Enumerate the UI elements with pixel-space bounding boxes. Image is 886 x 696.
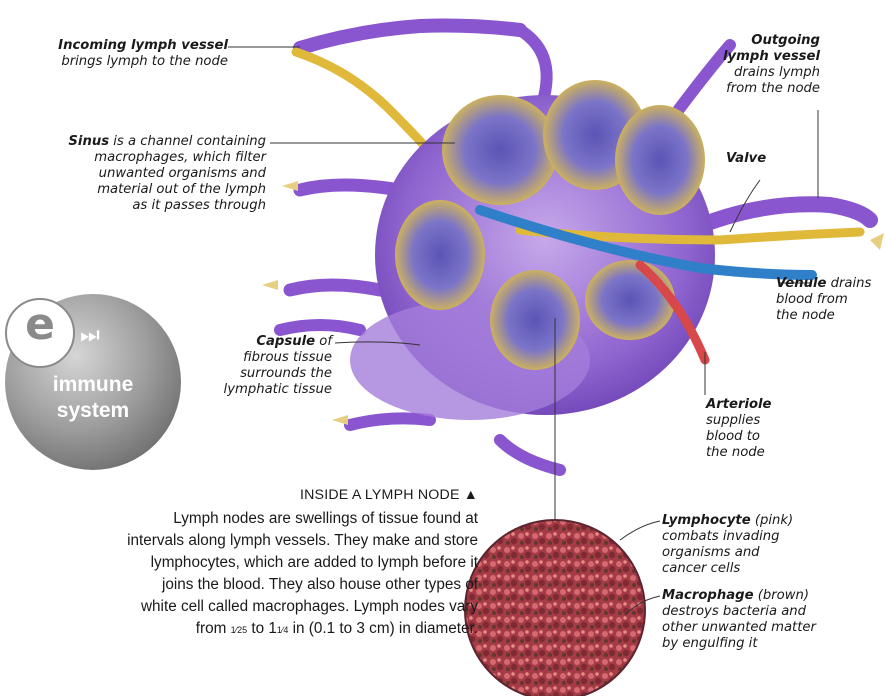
caption-line6a: from: [196, 620, 231, 637]
venule-text2: blood from: [776, 292, 848, 307]
caption-heading: INSIDE A LYMPH NODE ▲: [218, 487, 478, 503]
label-arteriole: Arteriole supplies blood to the node: [706, 397, 806, 461]
arteriole-text1: supplies: [706, 413, 760, 428]
arteriole-text3: the node: [706, 445, 765, 460]
sinus-text5: as it passes through: [132, 198, 266, 213]
label-capsule: Capsule of fibrous tissue surrounds the …: [196, 334, 332, 398]
badge-arrows-icon: ⏭: [80, 322, 100, 348]
outgoing-text1: drains lymph: [734, 65, 820, 80]
caption-body: Lymph nodes are swellings of tissue foun…: [4, 508, 478, 641]
macrophage-title: Macrophage: [662, 588, 754, 603]
badge-line2: system: [40, 399, 146, 423]
lymphocyte-text3: cancer cells: [662, 561, 740, 576]
label-venule: Venule drains blood from the node: [776, 276, 886, 324]
caption-frac2: 1⁄4: [277, 625, 289, 635]
capsule-text3: surrounds the: [240, 366, 332, 381]
caption-line5: white cell called macrophages. Lymph nod…: [141, 598, 478, 615]
caption-line6c: in (0.1 to 3 cm) in diameter.: [288, 620, 478, 637]
macrophage-text2: other unwanted matter: [662, 620, 816, 635]
macrophage-text3: by engulfing it: [662, 636, 758, 651]
capsule-text2: fibrous tissue: [243, 350, 332, 365]
caption-line1: Lymph nodes are swellings of tissue foun…: [173, 510, 478, 527]
label-macrophage: Macrophage (brown) destroys bacteria and…: [662, 588, 884, 652]
label-sinus: Sinus is a channel containing macrophage…: [18, 134, 266, 214]
capsule-text4: lymphatic tissue: [224, 382, 332, 397]
capsule-title: Capsule: [256, 334, 315, 349]
lymphocyte-title: Lymphocyte: [662, 513, 751, 528]
incoming-lymph-vessel: [296, 52, 440, 165]
sinus-title: Sinus: [68, 134, 109, 149]
valve-title: Valve: [726, 151, 766, 166]
label-outgoing-lymph-vessel: Outgoing lymph vessel drains lymph from …: [680, 33, 820, 97]
badge-line1: immune: [40, 373, 146, 397]
macrophage-note: (brown): [754, 588, 810, 603]
venule-title: Venule: [776, 276, 826, 291]
badge-letter: e: [18, 303, 62, 347]
outgoing-title2: lymph vessel: [723, 49, 820, 64]
outgoing-text2: from the node: [726, 81, 820, 96]
sinus-text3: unwanted organisms and: [99, 166, 266, 181]
label-lymphocyte: Lymphocyte (pink) combats invading organ…: [662, 513, 882, 577]
caption-line6b: to 1: [247, 620, 277, 637]
capsule-text1: of: [315, 334, 332, 349]
incoming-title: Incoming lymph vessel: [58, 38, 228, 53]
lymphocyte-text2: organisms and: [662, 545, 760, 560]
caption-line3: lymphocytes, which are added to lymph be…: [151, 554, 478, 571]
lymphocyte-note: (pink): [751, 513, 794, 528]
sinus-text2: macrophages, which filter: [94, 150, 266, 165]
label-valve: Valve: [726, 151, 786, 167]
arteriole-title: Arteriole: [706, 397, 772, 412]
caption-line2: intervals along lymph vessels. They make…: [127, 532, 478, 549]
incoming-text: brings lymph to the node: [61, 54, 228, 69]
venule-text3: the node: [776, 308, 835, 323]
label-incoming-lymph-vessel: Incoming lymph vessel brings lymph to th…: [20, 38, 228, 70]
outgoing-title1: Outgoing: [751, 33, 820, 48]
lymphocyte-text1: combats invading: [662, 529, 780, 544]
macrophage-text1: destroys bacteria and: [662, 604, 806, 619]
caption-line4: joins the blood. They also house other t…: [162, 576, 478, 593]
sinus-text4: material out of the lymph: [97, 182, 266, 197]
caption-frac1: 1⁄25: [231, 625, 248, 635]
sinus-text1: is a channel containing: [109, 134, 266, 149]
venule-text1: drains: [826, 276, 871, 291]
arteriole-text2: blood to: [706, 429, 760, 444]
